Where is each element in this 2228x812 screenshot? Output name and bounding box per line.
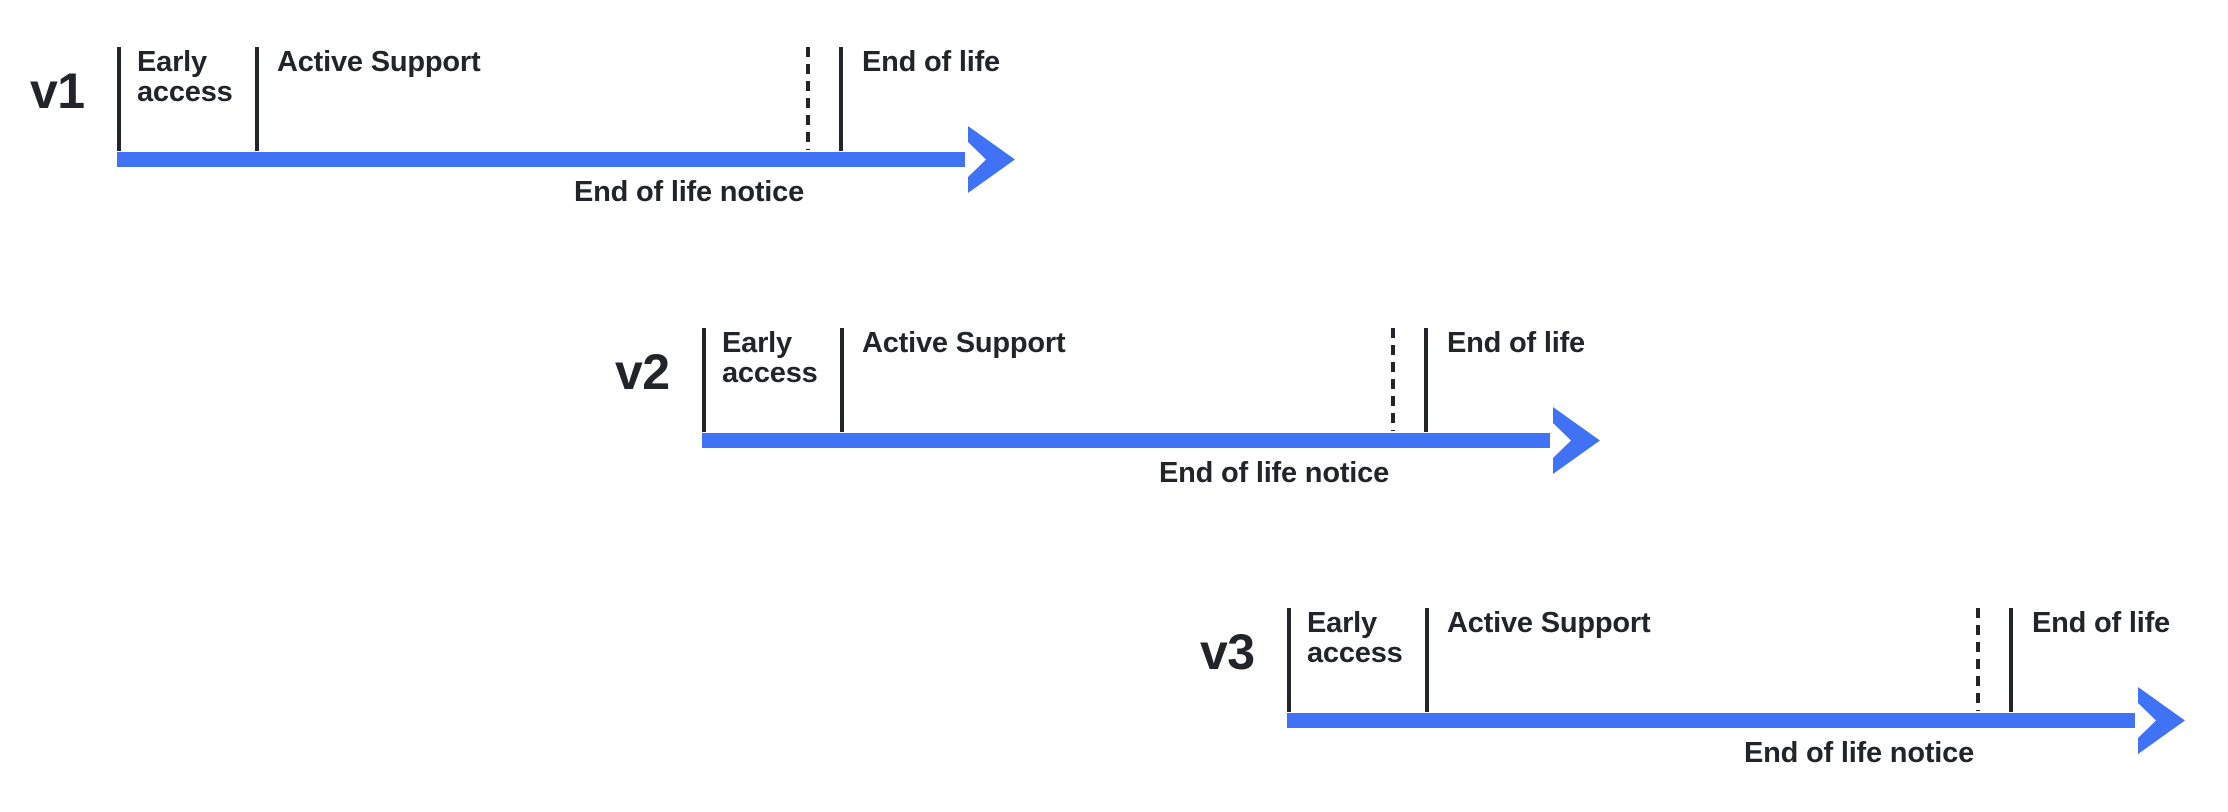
arrow-head-icon	[2138, 687, 2185, 754]
end-of-life-tick	[839, 47, 843, 151]
eol-notice-dashed-line	[1391, 328, 1395, 431]
end-of-life-label: End of life	[1447, 327, 1585, 359]
version-label: v2	[615, 344, 670, 400]
active-support-label: Active Support	[277, 46, 481, 78]
eol-notice-label: End of life notice	[1158, 457, 1389, 489]
early-access-start-tick	[702, 328, 706, 432]
eol-notice-dashed-line	[806, 47, 810, 150]
timeline-arrow	[1287, 687, 2185, 754]
version-label: v1	[30, 63, 85, 119]
arrow-bar	[117, 152, 965, 167]
timeline-arrow	[117, 126, 1015, 193]
arrow-head-icon	[1553, 407, 1600, 474]
active-support-label: Active Support	[1447, 607, 1651, 639]
arrow-bar	[1287, 713, 2135, 728]
eol-notice-label: End of life notice	[573, 176, 804, 208]
early-access-label: Early access	[722, 327, 818, 389]
early-access-label: Early access	[1307, 607, 1403, 669]
timeline-row-v1: v1 Early access Active Support End of li…	[0, 0, 1060, 215]
early-access-label: Early access	[137, 46, 233, 108]
early-access-start-tick	[1287, 608, 1291, 712]
eol-notice-label: End of life notice	[1743, 737, 1974, 769]
timeline-arrow	[702, 407, 1600, 474]
eol-notice-dashed-line	[1976, 608, 1980, 711]
version-label: v3	[1200, 624, 1255, 680]
active-support-start-tick	[255, 47, 259, 151]
end-of-life-tick	[1424, 328, 1428, 432]
timeline-row-v3: v3 Early access Active Support End of li…	[1170, 561, 2228, 776]
timeline-row-v2: v2 Early access Active Support End of li…	[585, 281, 1645, 496]
end-of-life-label: End of life	[862, 46, 1000, 78]
end-of-life-label: End of life	[2032, 607, 2170, 639]
end-of-life-tick	[2009, 608, 2013, 712]
arrow-bar	[702, 433, 1550, 448]
active-support-start-tick	[840, 328, 844, 432]
early-access-start-tick	[117, 47, 121, 151]
arrow-head-icon	[968, 126, 1015, 193]
active-support-label: Active Support	[862, 327, 1066, 359]
active-support-start-tick	[1425, 608, 1429, 712]
